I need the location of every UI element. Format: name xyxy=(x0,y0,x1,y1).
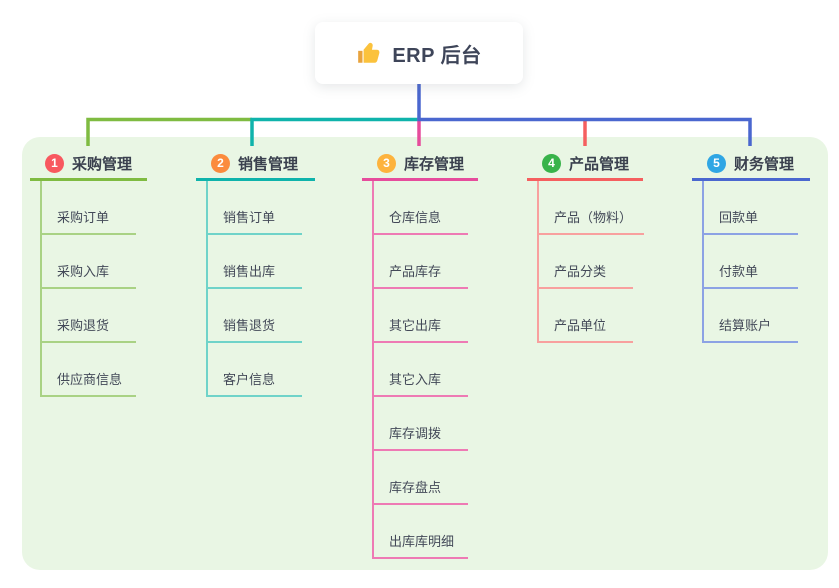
child-label: 其它入库 xyxy=(389,372,442,387)
branch-node[interactable]: 5 财务管理 xyxy=(692,148,810,181)
branch-label: 库存管理 xyxy=(404,155,465,173)
child-node[interactable]: 产品单位 xyxy=(537,289,633,343)
child-connector-line xyxy=(40,181,42,397)
child-label: 销售订单 xyxy=(223,210,276,225)
branch-sales: 2 销售管理 销售订单 销售出库 销售退货 客户信息 xyxy=(196,148,315,397)
child-label: 产品库存 xyxy=(389,264,442,279)
branch-label: 财务管理 xyxy=(734,155,795,173)
branch-number-badge: 3 xyxy=(377,153,396,173)
branch-node[interactable]: 4 产品管理 xyxy=(527,148,643,181)
branch-product: 4 产品管理 产品（物料） 产品分类 产品单位 xyxy=(527,148,645,343)
child-node[interactable]: 付款单 xyxy=(702,235,798,289)
child-node[interactable]: 仓库信息 xyxy=(372,181,468,235)
branch-number-badge: 1 xyxy=(45,153,64,173)
branch-label: 采购管理 xyxy=(72,155,133,173)
child-label: 采购订单 xyxy=(57,210,110,225)
child-node[interactable]: 供应商信息 xyxy=(40,343,136,397)
child-node[interactable]: 结算账户 xyxy=(702,289,798,343)
child-label: 库存盘点 xyxy=(389,480,442,495)
child-node[interactable]: 产品分类 xyxy=(537,235,633,289)
branch-node[interactable]: 2 销售管理 xyxy=(196,148,315,181)
branch-children: 仓库信息 产品库存 其它出库 其它入库 库存调拨 库存盘点 出库库明细 xyxy=(372,181,478,559)
branch-node[interactable]: 1 采购管理 xyxy=(30,148,147,181)
branch-label: 销售管理 xyxy=(238,155,299,173)
child-node[interactable]: 出库库明细 xyxy=(372,505,468,559)
child-connector-line xyxy=(206,181,208,397)
child-node[interactable]: 采购订单 xyxy=(40,181,136,235)
branch-number-badge: 5 xyxy=(707,153,726,173)
child-node[interactable]: 库存调拨 xyxy=(372,397,468,451)
child-node[interactable]: 产品（物料） xyxy=(537,181,645,235)
child-node[interactable]: 其它出库 xyxy=(372,289,468,343)
branch-inventory: 3 库存管理 仓库信息 产品库存 其它出库 其它入库 库存调拨 库存盘点 出库库… xyxy=(362,148,478,559)
child-label: 其它出库 xyxy=(389,318,442,333)
child-label: 产品分类 xyxy=(554,264,607,279)
child-label: 回款单 xyxy=(719,210,759,225)
child-node[interactable]: 客户信息 xyxy=(206,343,302,397)
child-label: 产品单位 xyxy=(554,318,607,333)
branch-label: 产品管理 xyxy=(569,155,630,173)
branch-background-panel xyxy=(22,137,828,570)
child-label: 库存调拨 xyxy=(389,426,442,441)
child-label: 产品（物料） xyxy=(554,210,633,225)
child-label: 采购入库 xyxy=(57,264,110,279)
child-node[interactable]: 销售退货 xyxy=(206,289,302,343)
branch-number-badge: 2 xyxy=(211,153,230,173)
child-label: 销售退货 xyxy=(223,318,276,333)
branch-children: 产品（物料） 产品分类 产品单位 xyxy=(537,181,645,343)
child-node[interactable]: 采购入库 xyxy=(40,235,136,289)
branch-number-badge: 4 xyxy=(542,153,561,173)
child-label: 采购退货 xyxy=(57,318,110,333)
child-label: 仓库信息 xyxy=(389,210,442,225)
child-node[interactable]: 销售订单 xyxy=(206,181,302,235)
thumbs-up-icon xyxy=(356,40,382,66)
child-connector-line xyxy=(537,181,539,343)
child-label: 结算账户 xyxy=(719,318,772,333)
child-node[interactable]: 采购退货 xyxy=(40,289,136,343)
child-label: 客户信息 xyxy=(223,372,276,387)
child-node[interactable]: 库存盘点 xyxy=(372,451,468,505)
child-node[interactable]: 回款单 xyxy=(702,181,798,235)
branch-children: 销售订单 销售出库 销售退货 客户信息 xyxy=(206,181,315,397)
child-connector-line xyxy=(372,181,374,559)
branch-children: 回款单 付款单 结算账户 xyxy=(702,181,810,343)
child-label: 付款单 xyxy=(719,264,759,279)
child-label: 供应商信息 xyxy=(57,372,123,387)
child-label: 销售出库 xyxy=(223,264,276,279)
branch-children: 采购订单 采购入库 采购退货 供应商信息 xyxy=(40,181,147,397)
root-node[interactable]: ERP 后台 xyxy=(315,22,523,84)
branch-node[interactable]: 3 库存管理 xyxy=(362,148,478,181)
root-node-title: ERP 后台 xyxy=(392,44,482,67)
child-node[interactable]: 产品库存 xyxy=(372,235,468,289)
child-label: 出库库明细 xyxy=(389,534,455,549)
child-node[interactable]: 销售出库 xyxy=(206,235,302,289)
child-node[interactable]: 其它入库 xyxy=(372,343,468,397)
child-connector-line xyxy=(702,181,704,343)
branch-finance: 5 财务管理 回款单 付款单 结算账户 xyxy=(692,148,810,343)
branch-purchase: 1 采购管理 采购订单 采购入库 采购退货 供应商信息 xyxy=(30,148,147,397)
